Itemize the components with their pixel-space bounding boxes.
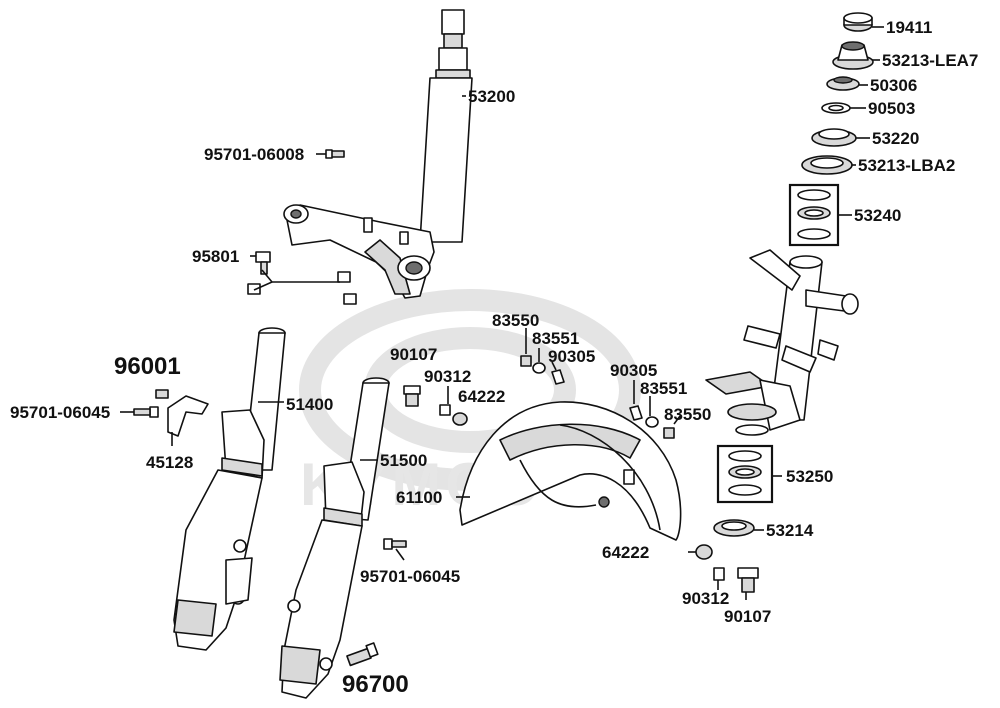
part-frame-head-tube: [705, 249, 859, 436]
label-95701-06008: 95701-06008: [204, 145, 304, 164]
leader-83550-right: [673, 415, 681, 425]
part-50306-ring: [826, 76, 860, 91]
part-90305-right-clip: [629, 405, 643, 421]
part-95801-bolts: [247, 251, 357, 305]
part-95701-06045-mid-bolt: [383, 538, 407, 550]
part-90107-left-bolt: [403, 385, 421, 407]
label-51400: 51400: [286, 395, 333, 414]
label-90305-left: 90305: [548, 347, 595, 366]
label-95701-06045-left: 95701-06045: [10, 403, 110, 422]
leader-90305-left: [551, 361, 557, 371]
label-95801: 95801: [192, 247, 239, 266]
label-53213-lea7: 53213-LEA7: [882, 51, 978, 70]
label-53250: 53250: [786, 467, 833, 486]
part-61100-front-fender: [459, 401, 682, 541]
label-53200: 53200: [468, 87, 515, 106]
label-61100: 61100: [396, 488, 442, 507]
part-53220-cone: [811, 128, 857, 147]
part-53213-lba2-race: [801, 155, 853, 175]
part-53250-bearing-set: [716, 444, 774, 504]
part-83550-right-nut: [663, 427, 675, 439]
part-90312-right-washer: [713, 567, 725, 581]
part-45128-bracket: [167, 395, 209, 437]
part-95701-06045-left-bolt: [133, 406, 159, 418]
part-96001-nut: [155, 389, 169, 399]
label-51500: 51500: [380, 451, 427, 470]
label-53240: 53240: [854, 206, 901, 225]
part-83550-left-nut: [520, 355, 532, 367]
label-95701-06045-mid: 95701-06045: [360, 567, 460, 586]
label-50306: 50306: [870, 76, 917, 95]
part-90503-washer: [821, 102, 851, 114]
part-53214-seal: [713, 519, 755, 537]
label-83551-left: 83551: [532, 329, 579, 348]
label-53213-lba2: 53213-LBA2: [858, 156, 955, 175]
label-64222-left: 64222: [458, 387, 505, 406]
part-90107-right-bolt: [737, 567, 759, 593]
part-90305-left-clip: [551, 369, 565, 385]
label-53220: 53220: [872, 129, 919, 148]
part-95701-06008-bolt: [325, 149, 345, 159]
part-96700-bolt: [346, 642, 379, 667]
label-83551-right: 83551: [640, 379, 687, 398]
part-64222-right-collar: [695, 544, 713, 560]
label-90305-right: 90305: [610, 361, 657, 380]
part-19411-locknut: [843, 12, 873, 32]
part-53213-lea7-cone: [832, 41, 874, 70]
part-53240-bearing-set: [788, 183, 840, 247]
label-83550-left: 83550: [492, 311, 539, 330]
leader-95701-06045-mid: [395, 548, 405, 561]
label-53214: 53214: [766, 521, 814, 540]
part-83551-left-washer: [532, 362, 546, 374]
part-83551-right-washer: [645, 416, 659, 428]
label-45128: 45128: [146, 453, 193, 472]
part-64222-left-collar: [452, 412, 468, 426]
label-90107-right: 90107: [724, 607, 771, 626]
label-64222-right: 64222: [602, 543, 649, 562]
label-90503: 90503: [868, 99, 915, 118]
part-51400-left-fork: [173, 327, 286, 651]
label-90312-left: 90312: [424, 367, 471, 386]
part-51500-right-fork: [279, 377, 390, 699]
label-96700: 96700: [342, 671, 409, 698]
label-90312-right: 90312: [682, 589, 729, 608]
label-90107-left: 90107: [390, 345, 437, 364]
label-19411: 19411: [886, 18, 932, 37]
part-90312-left-washer: [439, 404, 451, 416]
part-53200-steering-stem: [283, 9, 473, 299]
label-96001: 96001: [114, 353, 181, 380]
label-83550-right: 83550: [664, 405, 711, 424]
